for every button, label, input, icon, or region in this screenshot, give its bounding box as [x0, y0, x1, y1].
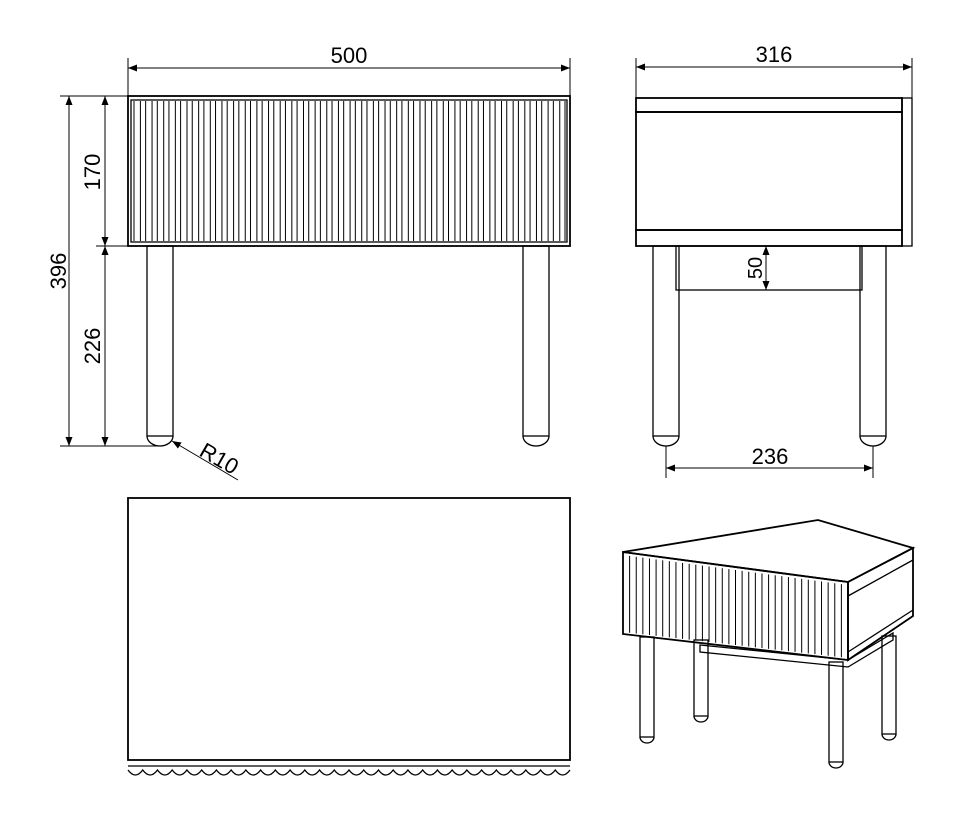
side-view [635, 97, 913, 447]
iso-leg-front-left [639, 636, 655, 744]
iso-bottom-edge [847, 609, 914, 653]
front-left-leg-foot [146, 435, 174, 447]
dimension-leg-radius: R10 [171, 438, 243, 481]
dimension-label-r10: R10 [196, 438, 243, 480]
side-rail [675, 245, 863, 291]
dimension-label-500: 500 [331, 43, 368, 68]
dimension-label-50: 50 [745, 257, 767, 279]
top-view [127, 497, 571, 776]
top-view-outline [127, 497, 571, 761]
iso-leg-back-right [881, 635, 897, 741]
side-right-leg-foot [859, 435, 887, 447]
dimension-label-226: 226 [80, 328, 105, 365]
dimension-width-side: 316 [635, 42, 913, 98]
front-right-leg-foot [522, 435, 550, 447]
dimension-width-front: 500 [127, 43, 571, 96]
front-view [127, 95, 571, 447]
dimension-leg-span-side: 236 [665, 444, 874, 478]
side-bottom-panel [635, 229, 903, 247]
dimension-rail-height: 50 [745, 246, 770, 290]
dimension-label-396: 396 [46, 253, 71, 290]
side-drawer-front-edge [901, 97, 913, 247]
iso-top-surface [622, 519, 916, 583]
top-view-flute-edge [127, 768, 571, 776]
front-top-panel [127, 95, 571, 247]
front-drawer-face [130, 99, 568, 243]
side-left-leg [652, 245, 680, 437]
side-top-panel [635, 97, 903, 113]
dimension-height-total: 396 [46, 95, 160, 447]
iso-top-edge [847, 559, 914, 597]
dimension-drawer-height: 170 [80, 96, 128, 247]
side-left-leg-foot [652, 435, 680, 447]
dimension-label-236: 236 [752, 444, 789, 469]
front-left-leg [146, 245, 174, 437]
side-right-leg [859, 245, 887, 437]
front-right-leg [522, 245, 550, 437]
dimension-leg-height: 226 [80, 246, 109, 446]
iso-leg-back-left [693, 639, 709, 723]
isometric-view [622, 519, 916, 769]
side-body [635, 111, 903, 231]
dimension-label-170: 170 [80, 154, 105, 191]
front-drawer-flutes [133, 101, 566, 241]
dimension-label-316: 316 [756, 42, 793, 67]
iso-leg-front-right [828, 661, 844, 769]
iso-drawer-flutes [629, 555, 842, 658]
iso-rail [699, 631, 894, 668]
